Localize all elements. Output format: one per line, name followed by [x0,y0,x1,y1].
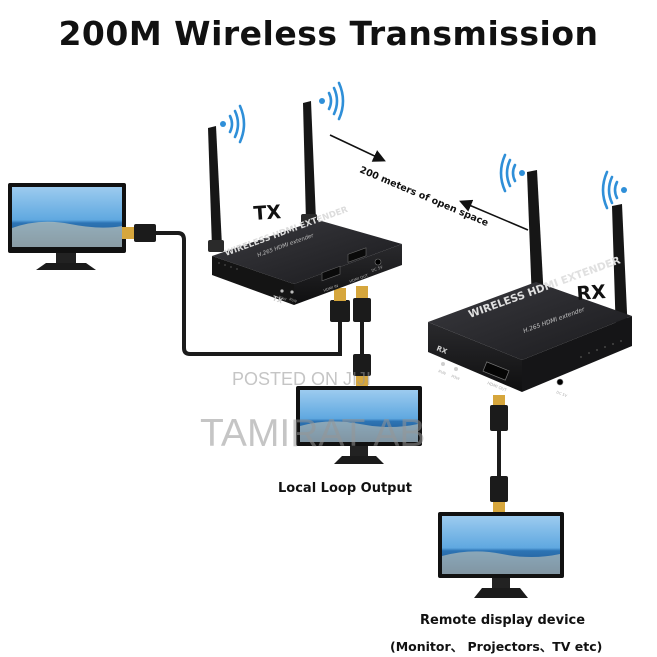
range-label: 200 meters of open space [358,165,490,229]
remote-display-monitor [438,512,564,598]
antenna-icon [301,101,317,226]
arrow-to-tx [459,199,529,231]
local-loop-monitor [296,386,422,464]
antenna-icon [208,126,224,252]
rx-panel-label: RX [435,344,449,356]
wifi-signal-icon [220,104,246,144]
wifi-signal-icon [499,153,525,193]
tx-port-hdmi-in: HDMI IN [323,283,339,293]
wifi-signal-icon [601,170,627,210]
watermark-line1: POSTED ON JIJI [232,369,372,389]
rx-led-power-label: POW [451,374,461,381]
tx-port-dc: DC 5V [371,264,384,273]
rx-badge: RX [576,281,607,305]
source-monitor [8,183,126,270]
hdmi-plug-icon [490,476,508,512]
remote-display-label: Remote display device [420,613,586,628]
tx-led-power-label: POW [278,295,288,302]
remote-display-sublabel: (Monitor、 Projectors、TV etc) [390,639,603,654]
tx-badge: TX [253,201,282,225]
hdmi-plug-icon [353,286,371,322]
hdmi-cable-source [154,231,342,356]
tx-panel-label: TX [271,294,284,305]
wifi-signal-icon [319,81,345,121]
local-loop-output-label: Local Loop Output [278,481,412,496]
hdmi-plug-icon [122,224,156,242]
rx-port-dc: DC 5V [556,390,568,398]
watermark-line2: TAMIRAT AB [200,412,426,455]
hdmi-plug-icon [490,395,508,431]
arrow-to-rx [329,134,386,162]
tx-port-hdmi-out: HDMI OUT [349,272,370,284]
hdmi-plug-icon [353,354,371,386]
page-title: 200M Wireless Transmission [58,14,599,53]
hdmi-plug-icon [330,288,350,322]
rx-led-run-label: RUN [438,369,447,376]
tx-led-run-label: RUN [289,297,298,303]
